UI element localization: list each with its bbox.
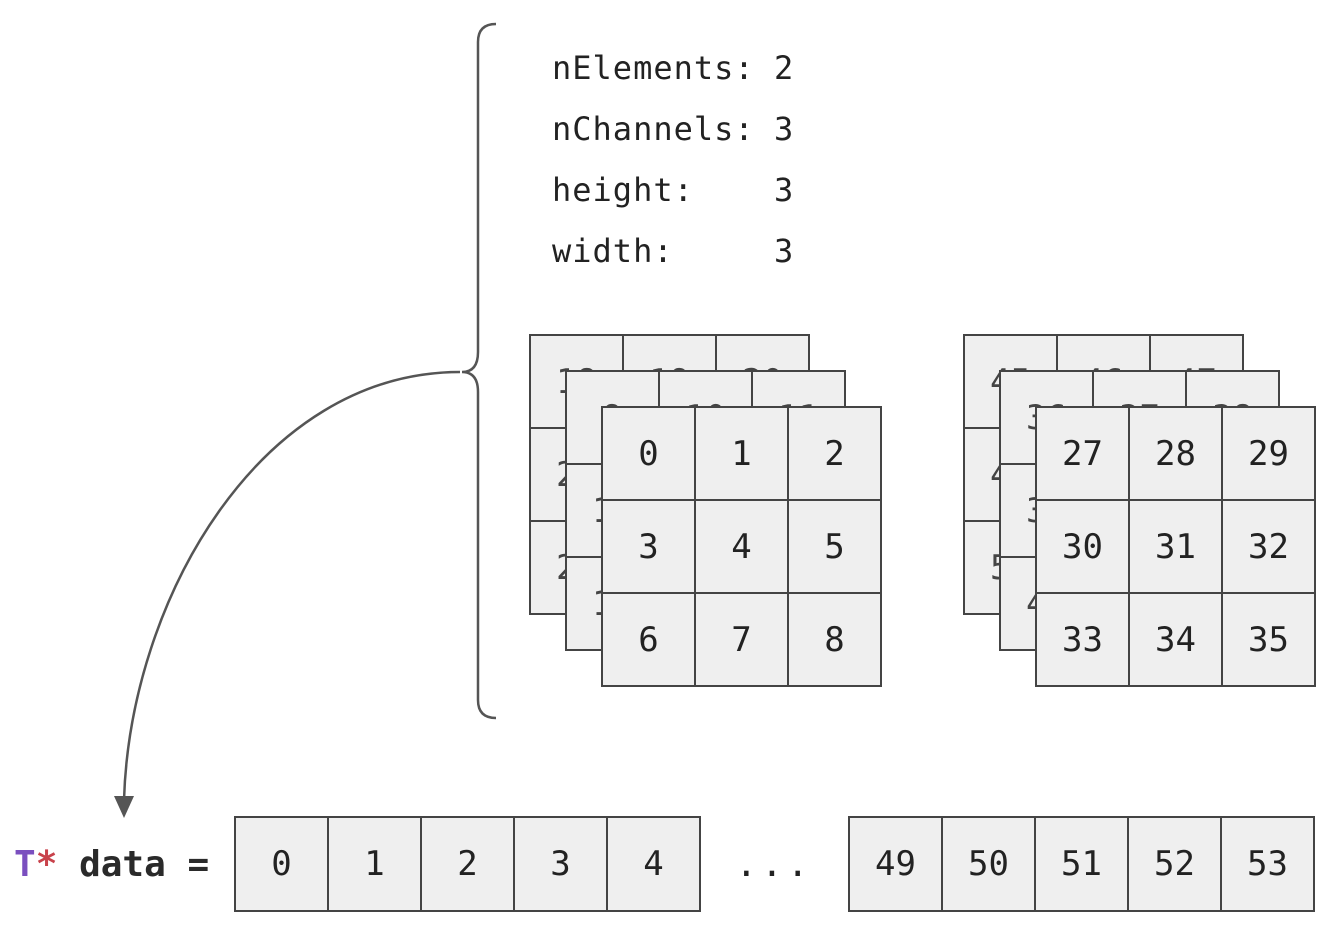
grid-cell: 2	[789, 408, 882, 501]
grid-cell: 29	[1223, 408, 1316, 501]
grid-cell: 7	[696, 594, 789, 687]
flat-array-head: 0 1 2 3 4	[234, 816, 701, 912]
array-cell: 0	[236, 818, 329, 910]
data-pointer-declaration: T* data =	[14, 838, 209, 892]
grid-cell: 33	[1037, 594, 1130, 687]
dimension-label: height:	[552, 171, 694, 209]
grid-cell: 27	[1037, 408, 1130, 501]
connector-arrow-line	[122, 370, 461, 801]
dimension-row-width: width: 3	[552, 231, 793, 271]
grid-cell: 28	[1130, 408, 1223, 501]
dimension-value: 2	[774, 49, 794, 87]
arrow-head-icon	[114, 796, 134, 818]
tensor-0-channel-0: 0 1 2 3 4 5 6 7 8	[601, 406, 882, 687]
grid-cell: 1	[696, 408, 789, 501]
tensor-1-channel-0: 27 28 29 30 31 32 33 34 35	[1035, 406, 1316, 687]
grid-cell: 6	[603, 594, 696, 687]
array-cell: 52	[1129, 818, 1222, 910]
type-name: T	[14, 844, 36, 885]
array-cell: 3	[515, 818, 608, 910]
grid-cell: 4	[696, 501, 789, 594]
dimension-row-n-elements: nElements: 2	[552, 48, 793, 88]
equals-sign: =	[187, 844, 210, 885]
array-ellipsis: ...	[735, 844, 813, 885]
grid-cell: 30	[1037, 501, 1130, 594]
dimension-label: width:	[552, 232, 674, 270]
array-cell: 4	[608, 818, 701, 910]
array-cell: 1	[329, 818, 422, 910]
pointer-symbol: *	[35, 844, 58, 885]
dimension-row-height: height: 3	[552, 170, 793, 210]
array-cell: 53	[1222, 818, 1315, 910]
grid-cell: 31	[1130, 501, 1223, 594]
grid-cell: 32	[1223, 501, 1316, 594]
dimension-label: nChannels:	[552, 110, 755, 148]
array-cell: 50	[943, 818, 1036, 910]
flat-array-tail: 49 50 51 52 53	[848, 816, 1315, 912]
grid-cell: 3	[603, 501, 696, 594]
grid-cell: 34	[1130, 594, 1223, 687]
array-cell: 49	[850, 818, 943, 910]
grid-cell: 0	[603, 408, 696, 501]
dimension-value: 3	[774, 171, 794, 209]
variable-name: data	[79, 844, 166, 885]
grid-cell: 35	[1223, 594, 1316, 687]
array-cell: 51	[1036, 818, 1129, 910]
curly-brace	[461, 22, 497, 720]
dimension-value: 3	[774, 110, 794, 148]
array-cell: 2	[422, 818, 515, 910]
dimension-label: nElements:	[552, 49, 755, 87]
grid-cell: 5	[789, 501, 882, 594]
dimension-row-n-channels: nChannels: 3	[552, 109, 793, 149]
grid-cell: 8	[789, 594, 882, 687]
dimension-value: 3	[774, 232, 794, 270]
